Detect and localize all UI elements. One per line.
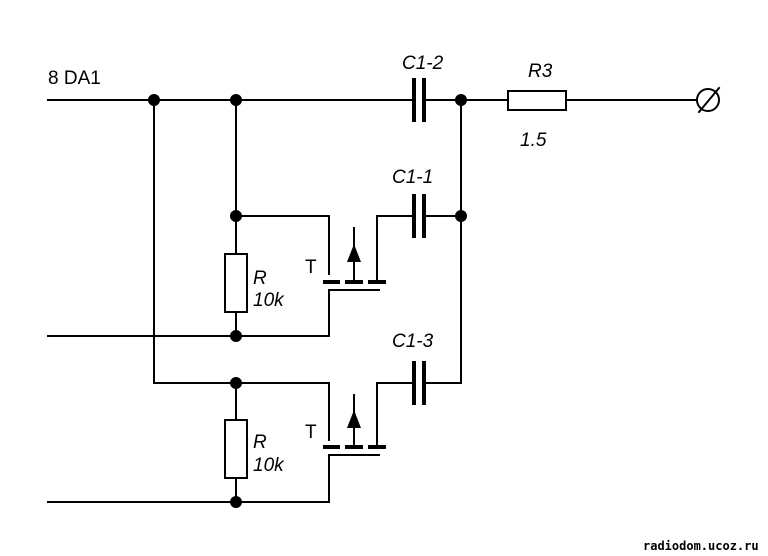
transistor-t-top [323, 215, 386, 291]
resistor-r-top [224, 253, 248, 313]
t-top-label: T [305, 257, 317, 278]
transistor-t-bottom [323, 382, 386, 456]
input-label: 8 DA1 [48, 68, 101, 89]
c1-2-label: C1-2 [402, 53, 444, 74]
r-top-value: 10k [253, 290, 285, 311]
watermark: radiodom.ucoz.ru [643, 539, 759, 553]
resistor-r-bottom [224, 419, 248, 479]
c1-3-label: C1-3 [392, 331, 434, 352]
r3-value: 1.5 [520, 130, 547, 151]
lower-stage [47, 361, 462, 503]
c1-1-label: C1-1 [392, 167, 433, 188]
upper-stage [47, 194, 462, 337]
t-bottom-label: T [305, 422, 317, 443]
r-top-label: R [253, 268, 267, 289]
r-bottom-value: 10k [253, 455, 285, 476]
r-bottom-label: R [253, 432, 267, 453]
output-terminal [696, 86, 721, 114]
resistor-r3 [507, 90, 567, 111]
junction-dots [148, 94, 467, 508]
capacitor-c1-3 [412, 361, 426, 405]
capacitor-c1-2 [412, 78, 426, 122]
r3-label: R3 [528, 61, 553, 82]
capacitor-c1-1 [412, 194, 426, 238]
